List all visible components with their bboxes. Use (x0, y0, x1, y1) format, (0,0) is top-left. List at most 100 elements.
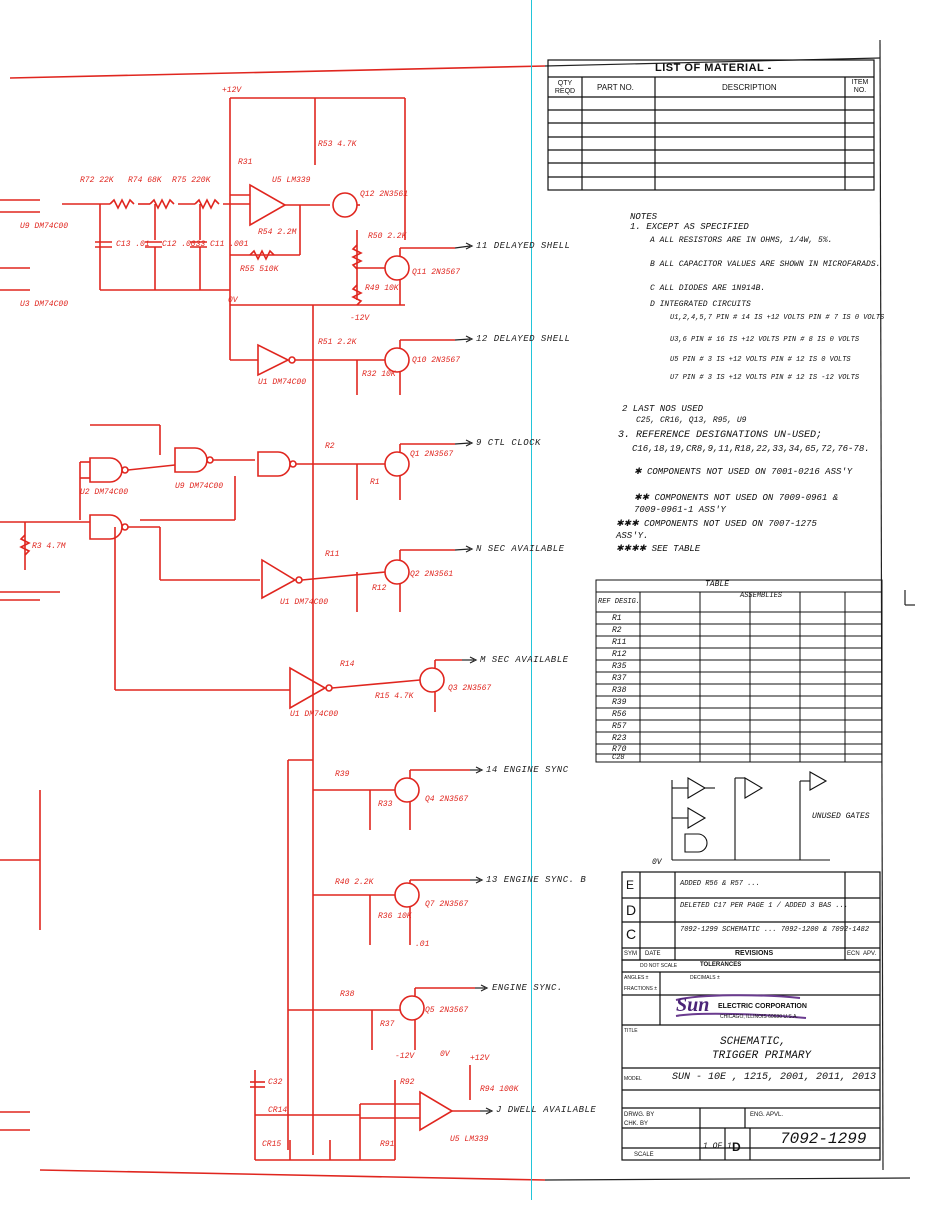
component-label: R14 (340, 660, 355, 669)
scale-label: SCALE (634, 1152, 654, 1158)
component-label: U9 DM74C00 (175, 482, 224, 491)
note-line: B ALL CAPACITOR VALUES ARE SHOWN IN MICR… (650, 260, 881, 269)
component-label: R1 (370, 478, 380, 487)
bom-header-qty: QTY REQD (554, 80, 576, 95)
signal-label: 13 ENGINE SYNC. B (486, 875, 587, 885)
decimals-label: DECIMALS ± (690, 975, 720, 981)
component-label: U1 DM74C00 (290, 710, 339, 719)
table-row-ref: R38 (612, 686, 627, 695)
component-label: Q3 2N3567 (448, 684, 492, 693)
component-label: R72 22K (80, 176, 114, 185)
component-label: U3 DM74C00 (20, 300, 69, 309)
bom-header-item: ITEM NO. (851, 79, 869, 94)
note-line: U1,2,4,5,7 PIN # 14 IS +12 VOLTS PIN # 7… (670, 314, 885, 322)
table-row-ref: R39 (612, 698, 627, 707)
component-label: U2 DM74C00 (80, 488, 129, 497)
note-line: 2 LAST NOS USED (622, 404, 704, 414)
bom-title: LIST OF MATERIAL - (655, 62, 772, 74)
component-label: R40 2.2K (335, 878, 374, 887)
model-value: SUN - 10E , 1215, 2001, 2011, 2013 (672, 1072, 877, 1083)
table-row-ref: R2 (612, 626, 622, 635)
component-label: R37 (380, 1020, 395, 1029)
signal-label: 12 DELAYED SHELL (476, 334, 571, 344)
component-label: -12V (395, 1052, 415, 1061)
table-row-ref: R37 (612, 674, 627, 683)
unused-gates (671, 771, 830, 861)
sun-logo-mark (675, 994, 807, 1019)
table-row-ref: R56 (612, 710, 627, 719)
table-row-ref: R12 (612, 650, 627, 659)
component-label: R75 220K (172, 176, 211, 185)
note-line: U5 PIN # 3 IS +12 VOLTS PIN # 12 IS 0 VO… (670, 356, 851, 364)
bom-table (547, 59, 875, 191)
tolerances-label: TOLERANCES (700, 962, 742, 968)
component-label: R51 2.2K (318, 338, 357, 347)
component-label: R36 10K (378, 912, 412, 921)
component-label: CR15 (262, 1140, 282, 1149)
bom-header-part: PART NO. (597, 83, 634, 92)
component-label: +12V (222, 86, 242, 95)
company-city: CHICAGO, ILLINOIS 60630 U.S.A. (720, 1014, 798, 1020)
table-header: TABLE (705, 580, 730, 589)
revision-text: DELETED C17 PER PAGE 1 / ADDED 3 BAS ... (680, 902, 849, 910)
component-label: .01 (415, 940, 430, 949)
signal-label: 14 ENGINE SYNC (486, 765, 569, 775)
note-line: C16,18,19,CR8,9,11,R18,22,33,34,65,72,76… (632, 444, 870, 454)
component-label: C13 .01 (116, 240, 150, 249)
note-line: U3,6 PIN # 16 IS +12 VOLTS PIN # 8 IS 0 … (670, 336, 860, 344)
component-label: R50 2.2K (368, 232, 407, 241)
unused-gates-ground: 0V (652, 858, 662, 867)
component-label: R53 4.7K (318, 140, 357, 149)
component-label: R3 4.7M (32, 542, 66, 551)
component-label: +12V (470, 1054, 490, 1063)
signal-label: N SEC AVAILABLE (476, 544, 565, 554)
note-line: U7 PIN # 3 IS +12 VOLTS PIN # 12 IS -12 … (670, 374, 860, 382)
note-line: 1. EXCEPT AS SPECIFIED (630, 222, 749, 232)
bom-header-desc: DESCRIPTION (722, 83, 777, 92)
scan-guide-line (531, 0, 532, 1200)
signal-label: 11 DELAYED SHELL (476, 241, 571, 251)
table-row-ref: R23 (612, 734, 627, 743)
revision-sym: C (626, 926, 637, 942)
revisions-footer-title: REVISIONS (735, 950, 774, 957)
table-subheader: ASSEMBLIES (740, 592, 783, 600)
component-label: Q2 2N3561 (410, 570, 454, 579)
component-label: R2 (325, 442, 335, 451)
revisions-footer-date: DATE (645, 951, 661, 957)
note-line: C ALL DIODES ARE 1N914B. (650, 284, 766, 293)
revision-sym: D (626, 902, 637, 918)
company-name: ELECTRIC CORPORATION (718, 1003, 807, 1010)
component-label: 0V (440, 1050, 450, 1059)
revision-sym: E (626, 878, 635, 892)
title-label: TITLE (624, 1028, 638, 1034)
component-label: R12 (372, 584, 387, 593)
component-label: Q4 2N3567 (425, 795, 469, 804)
sheet-number: 1 OF 1 (703, 1142, 732, 1151)
component-label: Q10 2N3567 (412, 356, 461, 365)
component-label: C32 (268, 1078, 283, 1087)
component-label: U9 DM74C00 (20, 222, 69, 231)
component-label: 0V (228, 296, 238, 305)
signal-label: ENGINE SYNC. (492, 983, 563, 993)
revisions-footer-apv: APV. (863, 951, 877, 957)
signal-label: J DWELL AVAILABLE (496, 1105, 597, 1115)
component-label: R31 (238, 158, 253, 167)
chk-by-label: CHK. BY (624, 1121, 649, 1127)
revision-text: 7092-1299 SCHEMATIC ... 7092-1200 & 7092… (680, 926, 870, 934)
component-label: R38 (340, 990, 355, 999)
table-row-ref: R57 (612, 722, 627, 731)
component-label: R91 (380, 1140, 395, 1149)
component-label: U1 DM74C00 (258, 378, 307, 387)
component-label: R94 100K (480, 1085, 519, 1094)
note-line: C25, CR16, Q13, R95, U9 (636, 416, 747, 425)
revisions-footer-ecn: ECN (847, 951, 860, 957)
component-label: U5 LM339 (272, 176, 311, 185)
note-line: A ALL RESISTORS ARE IN OHMS, 1/4W, 5%. (650, 236, 833, 245)
revisions-footer-sym: SYM (624, 951, 638, 957)
table-col0: REF DESIG. (598, 598, 641, 606)
component-label: U5 LM339 (450, 1135, 489, 1144)
component-label: C11 .001 (210, 240, 249, 249)
drawing-title-line2: TRIGGER PRIMARY (712, 1050, 812, 1062)
legend-line: ✱✱✱✱ SEE TABLE (616, 544, 701, 554)
